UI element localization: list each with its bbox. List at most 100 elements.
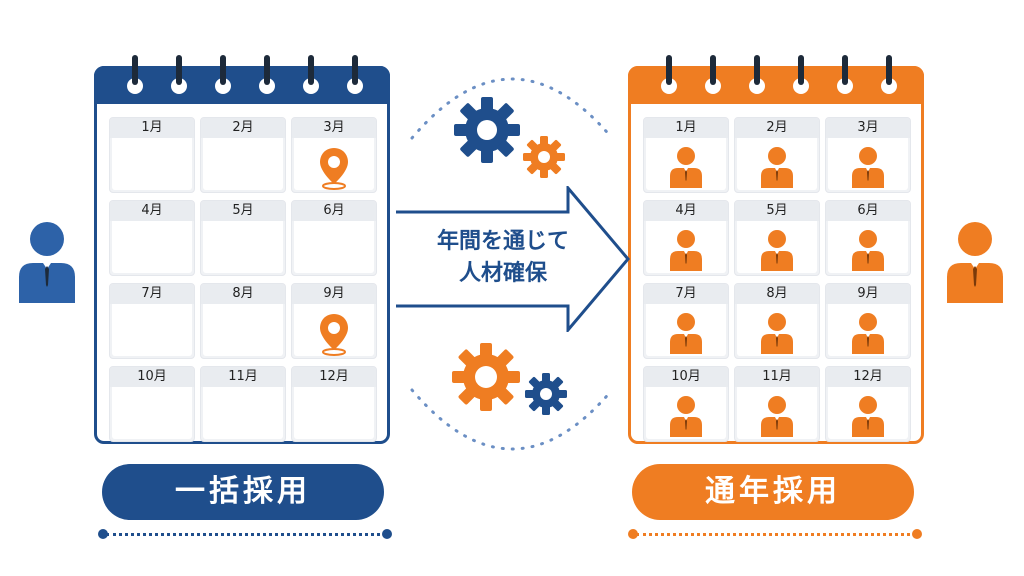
- person-icon: [851, 312, 885, 358]
- center-message: 年間を通じて 人材確保: [408, 226, 598, 290]
- dot-marker: [912, 529, 922, 539]
- location-pin-icon: [317, 146, 351, 192]
- calendar-ring: [661, 78, 677, 94]
- month-cell: 3月: [291, 117, 377, 193]
- month-label: 4月: [644, 201, 728, 221]
- month-cell: 5月: [734, 200, 820, 276]
- month-cell: 4月: [643, 200, 729, 276]
- month-cell: 2月: [734, 117, 820, 193]
- month-cell-body: [112, 387, 192, 439]
- month-label: 3月: [292, 118, 376, 138]
- month-cell-body: [203, 138, 283, 190]
- month-cell: 7月: [109, 283, 195, 359]
- month-label: 8月: [735, 284, 819, 304]
- person-icon-left: [19, 222, 75, 303]
- month-label: 4月: [110, 201, 194, 221]
- calendar-ring-bar: [220, 55, 226, 85]
- calendar-header: [628, 66, 924, 104]
- month-label: 3月: [826, 118, 910, 138]
- month-cell: 2月: [200, 117, 286, 193]
- dotted-divider-left: [106, 533, 386, 536]
- month-cell: 1月: [643, 117, 729, 193]
- calendar-bulk-hiring: 1月 2月 3月 4月 5月 6月 7月 8月 9月 10月 11月 12月: [94, 55, 390, 444]
- month-label: 8月: [201, 284, 285, 304]
- month-cell-body: [112, 221, 192, 273]
- month-cell-body: [294, 221, 374, 273]
- month-label: 9月: [826, 284, 910, 304]
- calendar-ring-bar: [710, 55, 716, 85]
- month-label: 5月: [201, 201, 285, 221]
- month-cell: 8月: [200, 283, 286, 359]
- month-cell: 11月: [200, 366, 286, 442]
- month-label: 12月: [826, 367, 910, 387]
- month-cell: 6月: [291, 200, 377, 276]
- person-icon: [669, 146, 703, 192]
- dot-marker: [98, 529, 108, 539]
- calendar-ring-bar: [842, 55, 848, 85]
- month-cell-body: [112, 138, 192, 190]
- month-cell-body: [294, 387, 374, 439]
- dotted-arc-top: [410, 77, 614, 140]
- month-cell: 8月: [734, 283, 820, 359]
- year-round-hiring-label: 通年採用: [632, 464, 914, 520]
- calendar-ring: [705, 78, 721, 94]
- calendar-ring: [749, 78, 765, 94]
- person-icon-right: [947, 222, 1003, 303]
- calendar-ring-bar: [352, 55, 358, 85]
- dot-marker: [382, 529, 392, 539]
- month-cell-body: [203, 304, 283, 356]
- calendar-ring-bar: [264, 55, 270, 85]
- person-icon: [760, 312, 794, 358]
- calendar-ring: [171, 78, 187, 94]
- person-icon: [669, 395, 703, 441]
- month-label: 11月: [201, 367, 285, 387]
- calendar-ring-bar: [176, 55, 182, 85]
- month-cell: 10月: [643, 366, 729, 442]
- calendar-ring: [303, 78, 319, 94]
- month-label: 2月: [201, 118, 285, 138]
- calendar-ring-bar: [886, 55, 892, 85]
- center-line-2: 人材確保: [458, 261, 547, 286]
- calendar-ring-bar: [666, 55, 672, 85]
- month-label: 2月: [735, 118, 819, 138]
- month-label: 12月: [292, 367, 376, 387]
- calendar-header: [94, 66, 390, 104]
- month-cell: 3月: [825, 117, 911, 193]
- gear-icon: [452, 343, 520, 411]
- month-label: 1月: [644, 118, 728, 138]
- month-label: 5月: [735, 201, 819, 221]
- person-icon: [669, 312, 703, 358]
- calendar-ring: [347, 78, 363, 94]
- month-label: 10月: [110, 367, 194, 387]
- calendar-ring: [881, 78, 897, 94]
- month-cell: 7月: [643, 283, 729, 359]
- month-grid-left: 1月 2月 3月 4月 5月 6月 7月 8月 9月 10月 11月 12月: [109, 117, 377, 442]
- month-cell: 5月: [200, 200, 286, 276]
- person-icon: [760, 229, 794, 275]
- month-cell: 12月: [825, 366, 911, 442]
- month-cell: 9月: [825, 283, 911, 359]
- person-icon: [760, 395, 794, 441]
- location-pin-icon: [317, 312, 351, 358]
- dotted-arc-bottom: [410, 388, 614, 451]
- month-cell-body: [203, 221, 283, 273]
- month-cell: 10月: [109, 366, 195, 442]
- month-cell: 9月: [291, 283, 377, 359]
- person-icon: [669, 229, 703, 275]
- dot-marker: [628, 529, 638, 539]
- person-icon: [760, 146, 794, 192]
- person-icon: [851, 146, 885, 192]
- arrow-shape: [396, 186, 630, 332]
- month-cell: 4月: [109, 200, 195, 276]
- month-label: 10月: [644, 367, 728, 387]
- month-label: 9月: [292, 284, 376, 304]
- month-label: 1月: [110, 118, 194, 138]
- month-cell: 12月: [291, 366, 377, 442]
- calendar-ring: [259, 78, 275, 94]
- month-label: 6月: [292, 201, 376, 221]
- month-cell: 1月: [109, 117, 195, 193]
- gear-icon: [454, 97, 520, 163]
- month-cell-body: [203, 387, 283, 439]
- month-label: 7月: [644, 284, 728, 304]
